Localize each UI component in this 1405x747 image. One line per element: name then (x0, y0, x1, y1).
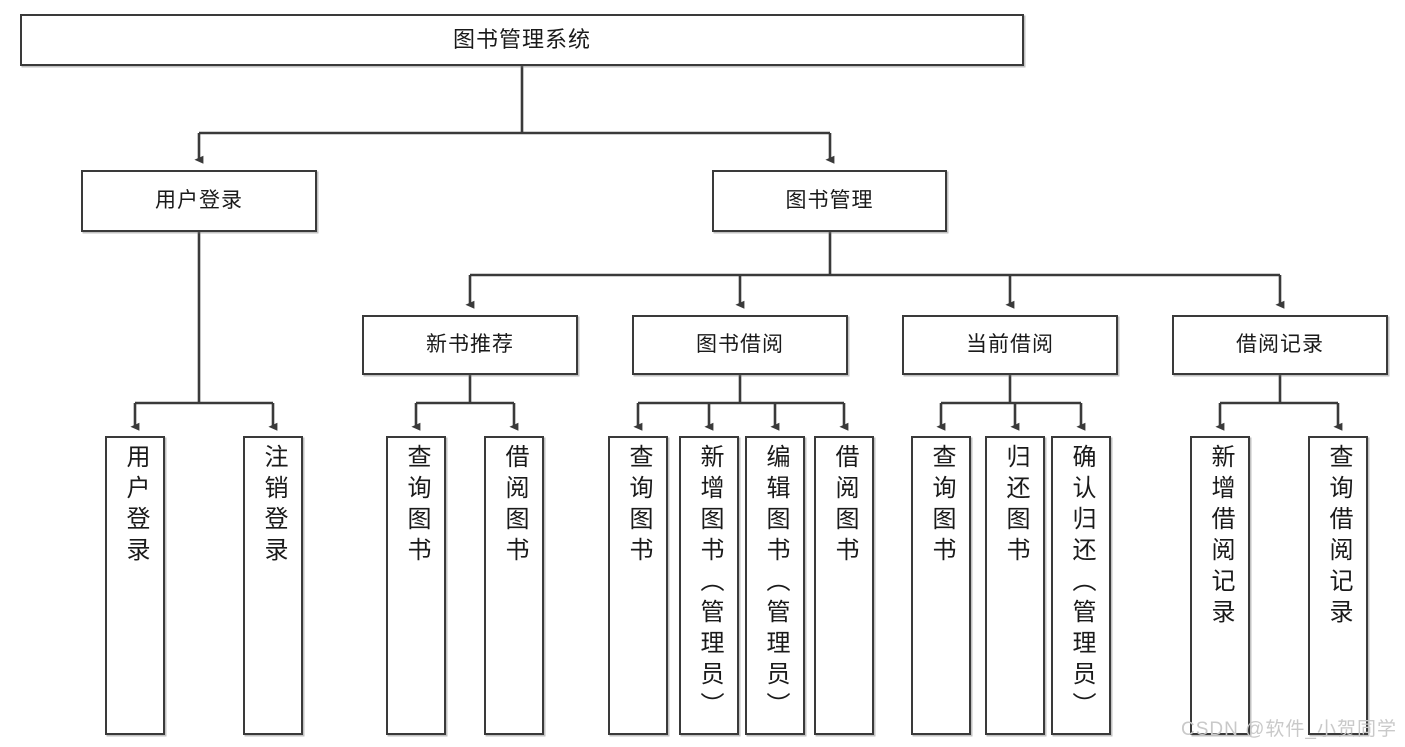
leaf-node[interactable]: 查询图书 (608, 436, 668, 735)
node-current-borrow-label: 当前借阅 (966, 332, 1054, 356)
node-root-label: 图书管理系统 (452, 27, 591, 53)
leaf-node-label: 借阅图书 (831, 444, 858, 568)
leaf-node-label: 查询借阅记录 (1325, 444, 1352, 630)
leaf-node[interactable]: 查询图书 (911, 436, 971, 735)
leaf-node-label: 查询图书 (928, 444, 955, 568)
leaf-node[interactable]: 查询借阅记录 (1308, 436, 1368, 735)
node-new-book-recommend-label: 新书推荐 (426, 332, 514, 356)
leaf-node[interactable]: 查询图书 (386, 436, 446, 735)
node-book-borrow[interactable]: 图书借阅 (632, 315, 848, 375)
node-borrow-record-label: 借阅记录 (1236, 332, 1324, 356)
leaf-node[interactable]: 确认归还（管理员） (1051, 436, 1111, 735)
leaf-node[interactable]: 借阅图书 (484, 436, 544, 735)
node-new-book-recommend[interactable]: 新书推荐 (362, 315, 578, 375)
node-book-borrow-label: 图书借阅 (696, 332, 784, 356)
node-root[interactable]: 图书管理系统 (20, 14, 1024, 66)
leaf-node-label: 查询图书 (403, 444, 430, 568)
node-borrow-record[interactable]: 借阅记录 (1172, 315, 1388, 375)
leaf-node-label: 编辑图书（管理员） (762, 444, 789, 723)
leaf-node-label: 用户登录 (122, 444, 149, 568)
leaf-node-label: 新增图书（管理员） (696, 444, 723, 723)
node-book-management-label: 图书管理 (785, 188, 874, 212)
leaf-node[interactable]: 编辑图书（管理员） (745, 436, 805, 735)
node-current-borrow[interactable]: 当前借阅 (902, 315, 1118, 375)
leaf-node-label: 归还图书 (1002, 444, 1029, 568)
node-user-login-label: 用户登录 (155, 188, 243, 212)
leaf-node[interactable]: 新增图书（管理员） (679, 436, 739, 735)
leaf-node-label: 确认归还（管理员） (1068, 444, 1095, 723)
leaf-node-label: 查询图书 (625, 444, 652, 568)
leaf-node[interactable]: 注销登录 (243, 436, 303, 735)
leaf-node[interactable]: 用户登录 (105, 436, 165, 735)
leaf-node[interactable]: 借阅图书 (814, 436, 874, 735)
leaf-node[interactable]: 新增借阅记录 (1190, 436, 1250, 735)
leaf-node[interactable]: 归还图书 (985, 436, 1045, 735)
leaf-node-label: 新增借阅记录 (1207, 444, 1234, 630)
leaf-node-label: 注销登录 (260, 444, 287, 568)
node-book-management[interactable]: 图书管理 (712, 170, 947, 232)
node-user-login[interactable]: 用户登录 (81, 170, 317, 232)
leaf-node-label: 借阅图书 (501, 444, 528, 568)
